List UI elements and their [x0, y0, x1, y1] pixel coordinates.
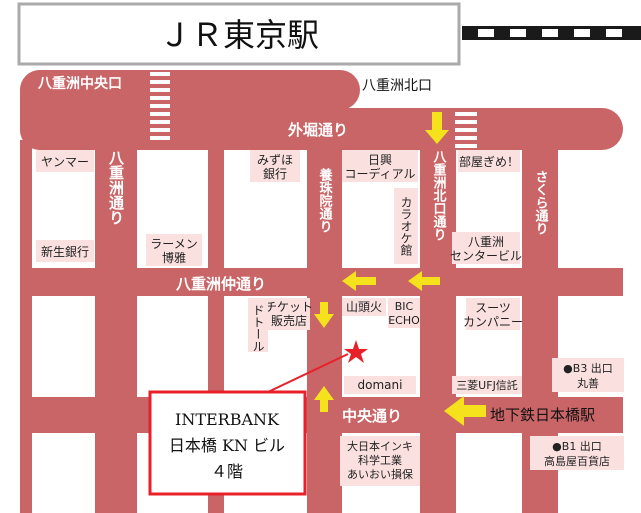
street-yaesu-naka: 八重洲仲通り [175, 275, 266, 293]
arrow-left-subway [444, 396, 486, 426]
exit-b3-store: 丸善 [577, 376, 599, 390]
arrow-up-chuo [314, 386, 334, 412]
label-domani: domani [358, 378, 403, 392]
crosswalk-central [150, 72, 170, 140]
street-sakura: さくら通り [533, 170, 549, 235]
arrow-left-1 [408, 271, 440, 291]
label-heyagime: 部屋ぎめ！ [459, 154, 519, 169]
label-dainippon-2: 科学工業 [358, 453, 402, 467]
exit-b1-store: 高島屋百貨店 [544, 454, 610, 468]
label-ramen-1: ラーメン [150, 237, 198, 251]
exit-b3-box: ●B3 出口 丸善 [552, 358, 624, 392]
label-mufj: 三菱UFJ信託 [456, 378, 518, 392]
label-santoka: 山頭火 [346, 300, 382, 314]
label-bic-1: BIC [395, 300, 414, 313]
label-suits-1: スーツ [475, 301, 511, 315]
crosswalk-north [455, 112, 477, 148]
destination-line3: ４階 [211, 462, 243, 481]
label-suits-2: カンパニー [463, 315, 523, 329]
subway-label: 地下鉄日本橋駅 [490, 406, 595, 424]
arrow-left-2 [342, 271, 376, 291]
destination-marker [267, 340, 368, 393]
label-karaoke: カラオケ館 [399, 196, 413, 256]
street-chuo: 中央通り [342, 407, 402, 425]
exit-b1-label: ●B1 出口 [552, 439, 602, 453]
label-mizuho-1: みずほ [257, 153, 293, 167]
exit-yaesu-north: 八重洲北口 [362, 78, 432, 94]
destination-box: INTERBANK 日本橋 KN ビル ４階 [148, 390, 307, 496]
arrow-down-north [425, 112, 449, 144]
street-yaesu-kitaguchi: 八重洲北口通り [431, 150, 448, 241]
route-arrows [314, 112, 486, 426]
railway-track [462, 26, 641, 40]
label-yanmar: ヤンマー [41, 155, 89, 169]
street-yojuin: 養珠院通り [317, 167, 334, 233]
street-sotobori: 外堀通り [287, 121, 348, 139]
destination-line1: INTERBANK [175, 410, 280, 429]
star-icon [344, 340, 368, 363]
building-labels: ヤンマー 新生銀行 ラーメン 博雅 みずほ 銀行 日興 コーディアル カラオケ館… [36, 150, 523, 486]
exit-b1-box: ●B1 出口 高島屋百貨店 [530, 436, 624, 470]
label-ticket-1: チケット [265, 300, 313, 314]
label-nikko-2: コーディアル [344, 166, 415, 181]
label-dainippon-3: あいおい損保 [347, 467, 413, 481]
exit-yaesu-central: 八重洲中央口 [37, 75, 122, 92]
destination-line2: 日本橋 KN ビル [169, 436, 285, 455]
label-dainippon-1: 大日本インキ [347, 439, 413, 453]
label-bic-2: ECHO [388, 314, 420, 327]
label-yaesu-center-1: 八重洲 [468, 235, 504, 249]
arrow-down-yojuin [314, 302, 334, 328]
label-ticket-2: 販売店 [271, 313, 307, 328]
label-mizuho-2: 銀行 [263, 167, 287, 181]
label-shinsei: 新生銀行 [41, 244, 89, 259]
exit-b3-label: ●B3 出口 [563, 361, 613, 375]
station-banner: ＪＲ東京駅 [17, 2, 461, 66]
label-ramen-2: 博雅 [162, 250, 186, 265]
label-yaesu-center-2: センタービル [450, 249, 522, 263]
label-doutor: ドトール [251, 304, 265, 352]
label-nikko-1: 日興 [368, 153, 392, 167]
station-title: ＪＲ東京駅 [159, 16, 319, 54]
street-yaesu-dori: 八重洲通り [107, 150, 125, 225]
